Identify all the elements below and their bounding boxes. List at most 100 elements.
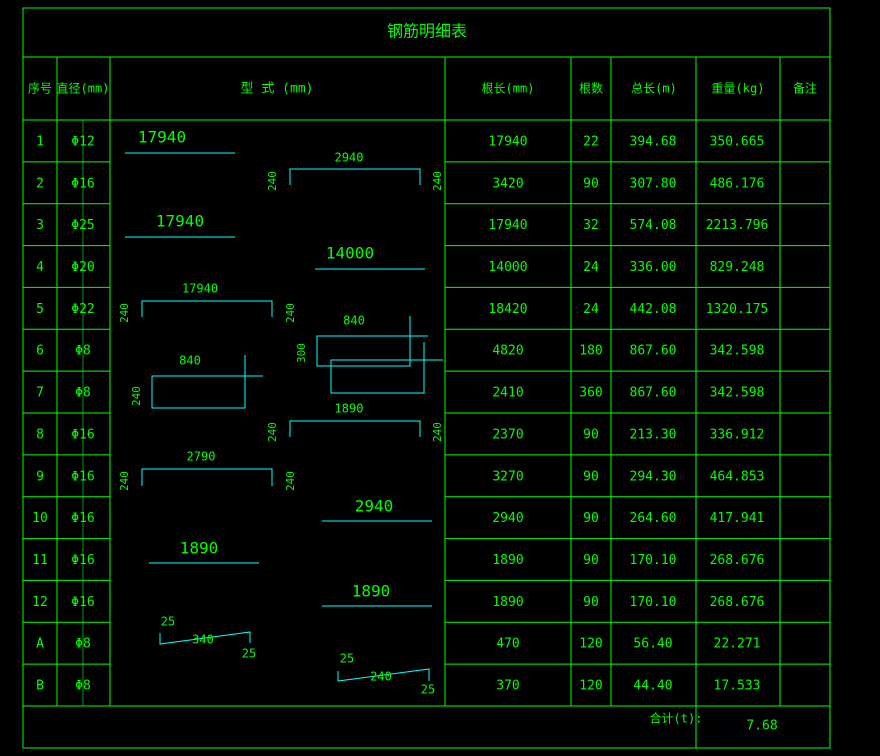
row-lines-right — [445, 161, 830, 665]
cell-count: 90 — [583, 511, 599, 526]
table-frame — [22, 7, 831, 749]
cell-single-len: 14000 — [488, 260, 527, 275]
shape-9-left-leg: 240 — [118, 471, 131, 491]
shape-a-hook-2: 25 — [242, 647, 256, 661]
shape-8-u-bar: 1890 240 240 — [266, 402, 444, 442]
cell-count: 90 — [583, 595, 599, 610]
shape-7-length: 840 — [179, 354, 201, 368]
cell-weight: 417.941 — [710, 511, 765, 526]
cell-no: A — [36, 637, 44, 652]
shape-b-tie: 25 240 25 — [337, 652, 435, 697]
shape-9-length: 2790 — [187, 450, 216, 464]
cell-single-len: 1890 — [492, 595, 523, 610]
shape-2-u-bar: 2940 240 240 — [266, 151, 444, 191]
shape-3-straight: 17940 — [125, 212, 235, 238]
cell-count: 90 — [583, 427, 599, 442]
cell-dia: Φ8 — [75, 637, 91, 652]
cell-no: 10 — [32, 511, 48, 526]
cell-dia: Φ16 — [71, 511, 94, 526]
shape-9-u-bar: 2790 240 240 — [118, 450, 297, 491]
cell-count: 24 — [583, 260, 599, 275]
cell-weight: 486.176 — [710, 176, 765, 191]
cell-weight: 1320.175 — [706, 302, 769, 317]
cell-no: 2 — [36, 176, 44, 191]
shape-5-line — [141, 300, 273, 317]
cell-count: 180 — [579, 344, 602, 359]
shape-10-straight: 2940 — [322, 497, 432, 522]
shape-6-length: 840 — [343, 314, 365, 328]
shape-2-length: 2940 — [335, 151, 364, 165]
cell-dia: Φ16 — [71, 595, 94, 610]
shape-11-length: 1890 — [180, 539, 219, 558]
shape-b-hook-1: 25 — [340, 652, 354, 666]
shape-2-left-leg: 240 — [266, 171, 279, 191]
shape-a-tie: 25 340 25 — [159, 615, 256, 661]
header-total-len: 总长(m) — [631, 82, 677, 96]
cell-weight: 464.853 — [710, 469, 765, 484]
shape-b-length: 240 — [370, 670, 392, 684]
shape-12-length: 1890 — [352, 582, 391, 601]
header-weight: 重量(kg) — [712, 82, 765, 96]
shape-8-length: 1890 — [335, 402, 364, 416]
cell-total-len: 56.40 — [633, 637, 672, 652]
cell-count: 120 — [579, 637, 602, 652]
cell-no: 12 — [32, 595, 48, 610]
cell-no: 6 — [36, 344, 44, 359]
shape-4-length: 14000 — [326, 244, 374, 263]
shape-5-left-leg: 240 — [118, 303, 131, 323]
cell-dia: Φ8 — [75, 386, 91, 401]
cell-total-len: 442.08 — [630, 302, 677, 317]
cell-no: 1 — [36, 134, 44, 149]
cell-dia: Φ16 — [71, 469, 94, 484]
cell-dia: Φ8 — [75, 344, 91, 359]
cell-single-len: 18420 — [488, 302, 527, 317]
shape-8-line — [289, 420, 421, 437]
cell-total-len: 574.08 — [630, 218, 677, 233]
cell-no: 7 — [36, 386, 44, 401]
shape-10-length: 2940 — [355, 497, 394, 516]
cell-count: 90 — [583, 469, 599, 484]
cell-single-len: 4820 — [492, 344, 523, 359]
header-no: 序号 — [28, 81, 52, 96]
cell-single-len: 2940 — [492, 511, 523, 526]
cell-count: 22 — [583, 134, 599, 149]
cell-dia: Φ12 — [71, 134, 94, 149]
cell-count: 120 — [579, 679, 602, 694]
cell-total-len: 867.60 — [630, 344, 677, 359]
cell-no: 5 — [36, 302, 44, 317]
cell-count: 24 — [583, 302, 599, 317]
cell-dia: Φ25 — [71, 218, 94, 233]
cell-count: 90 — [583, 553, 599, 568]
cell-no: 11 — [32, 553, 48, 568]
shape-6-stirrup: 840 300 — [295, 314, 443, 394]
shape-2-right-leg: 240 — [431, 171, 444, 191]
cell-total-len: 394.68 — [630, 134, 677, 149]
cell-weight: 829.248 — [710, 260, 765, 275]
total-label: 合计(t): — [650, 711, 703, 726]
cell-weight: 268.676 — [710, 553, 765, 568]
shape-4-straight: 14000 — [315, 244, 425, 270]
cell-count: 32 — [583, 218, 599, 233]
shape-8-left-leg: 240 — [266, 422, 279, 442]
cell-total-len: 213.30 — [630, 427, 677, 442]
cell-single-len: 2410 — [492, 386, 523, 401]
header-remark: 备注 — [793, 81, 817, 96]
cell-count: 90 — [583, 176, 599, 191]
shape-a-length: 340 — [192, 633, 214, 647]
cell-single-len: 17940 — [488, 134, 527, 149]
cell-count: 360 — [579, 386, 602, 401]
shape-7-rect — [151, 375, 246, 409]
cell-single-len: 17940 — [488, 218, 527, 233]
cell-dia: Φ22 — [71, 302, 94, 317]
cell-dia: Φ8 — [75, 679, 91, 694]
shape-5-u-bar: 17940 240 240 — [118, 282, 297, 323]
